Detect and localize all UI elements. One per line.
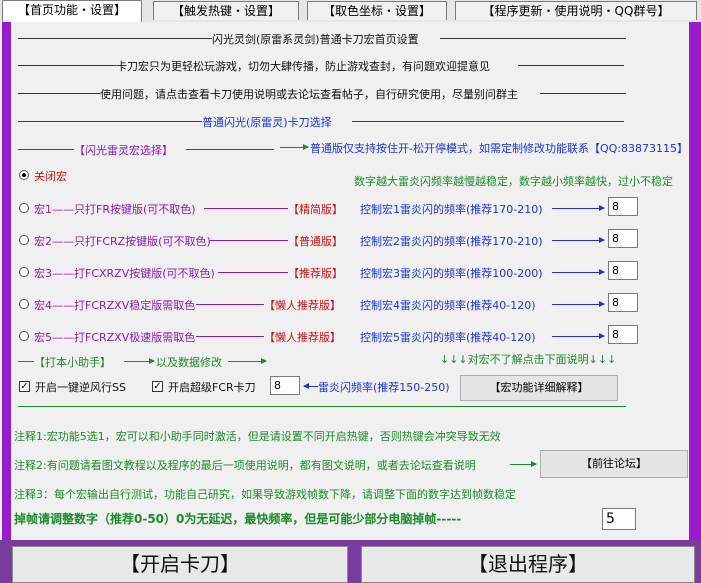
normal-version-note: 普通版仅支持按住开-松开停模式，如需定制修改功能联系【QQ:83873115】: [310, 142, 688, 155]
divider: [210, 240, 288, 241]
section-title: 普通闪光(原雷灵)卡刀选择: [202, 116, 332, 129]
macro-5-tag: 【懒人推荐版】: [264, 331, 341, 344]
macro-4-frequency-input[interactable]: 8: [608, 293, 638, 312]
divider: [18, 121, 202, 122]
note-3: 注释3：每个宏输出自行测试，功能自己研究，如果导致游戏帧数下降，请调整下面的数字…: [14, 488, 516, 501]
super-fcr-frequency-input[interactable]: 8: [270, 376, 300, 395]
divider: [186, 149, 274, 150]
window-frame-left: [2, 22, 11, 540]
divider: [196, 304, 264, 305]
frequency-hint: 数字越大雷炎闪频率越慢越稳定，数字越小频率越快，过小不稳定: [354, 175, 673, 188]
tab-hotkey-settings[interactable]: 【触发热键・设置】: [153, 1, 299, 20]
macro-1-tag: 【精简版】: [288, 203, 343, 216]
macro-2-tag: 【普通版】: [288, 235, 343, 248]
divider: [18, 406, 626, 407]
arrow-right-icon: [552, 205, 605, 211]
data-mod-label: 以及数据修改: [156, 356, 222, 369]
tab-bar: 【首页功能・设置】 【触发热键・设置】 【取色坐标・设置】 【程序更新・使用说明…: [0, 0, 701, 24]
arrow-right-icon: [228, 358, 267, 364]
macro-4-label[interactable]: 宏4——打FCRZXV稳定版需取色: [34, 299, 196, 312]
macro-4-freq-label: 控制宏4雷炎闪的频率(推荐40-120): [360, 299, 536, 312]
divider: [18, 361, 34, 362]
start-button[interactable]: 【开启卡刀】: [12, 546, 348, 583]
arrow-right-icon: [124, 358, 155, 364]
radio-macro-3[interactable]: [19, 267, 29, 277]
macro-5-frequency-input[interactable]: 8: [608, 325, 638, 344]
macro-1-freq-label: 控制宏1雷炎闪的频率(推荐170-210): [360, 203, 543, 216]
frame-drop-label: 掉帧请调整数字（推荐0-50）0为无延迟，最快频率，但是可能少部分电脑掉帧---…: [14, 512, 462, 526]
note-1: 注释1:宏功能5选1，宏可以和小助手同时激活，但是请设置不同开启热键，否则热键会…: [14, 430, 501, 443]
macro-3-freq-label: 控制宏3雷炎闪的频率(推荐100-200): [360, 267, 543, 280]
macro-off-label[interactable]: 关闭宏: [34, 170, 67, 183]
reverse-wind-checkbox[interactable]: ✓: [19, 381, 30, 392]
macro-4-tag: 【懒人推荐版】: [264, 299, 341, 312]
macro-2-frequency-input[interactable]: 8: [608, 229, 638, 248]
divider: [540, 93, 626, 94]
arrow-right-icon: [552, 237, 605, 243]
arrow-right-icon: [552, 301, 605, 307]
header-title: 闪光灵剑(原雷系灵剑)普通卡刀宏首页设置: [212, 33, 419, 46]
macro-1-label[interactable]: 宏1——只打FR按键版(可不取色): [34, 203, 196, 216]
header-warning: 卡刀宏只为更轻松玩游戏，切勿大肆传播，防止游戏查封，有问题欢迎提意见: [116, 60, 490, 73]
helper-label: 【打本小助手】: [34, 356, 111, 369]
macro-section-label: 【闪光雷灵宏选择】: [74, 144, 173, 157]
divider: [18, 65, 116, 66]
radio-macro-4[interactable]: [19, 299, 29, 309]
divider: [440, 38, 626, 39]
super-fcr-label[interactable]: 开启超级FCR卡刀: [168, 381, 256, 394]
divider: [352, 121, 624, 122]
forum-button[interactable]: 【前往论坛】: [540, 450, 688, 478]
macro-5-label[interactable]: 宏5——打FCRZXV极速版需取色: [34, 331, 196, 344]
radio-macro-5[interactable]: [19, 331, 29, 341]
tab-home-settings[interactable]: 【首页功能・设置】: [2, 0, 142, 22]
problem-hint: ↓↓↓对宏不了解点击下面说明↓↓↓: [440, 353, 617, 366]
arrow-right-icon: [552, 333, 605, 339]
reverse-wind-label[interactable]: 开启一键逆风行SS: [35, 381, 126, 394]
divider: [18, 38, 212, 39]
super-fcr-checkbox[interactable]: ✓: [152, 381, 163, 392]
divider: [196, 336, 264, 337]
macro-3-frequency-input[interactable]: 8: [608, 261, 638, 280]
radio-macro-off[interactable]: [19, 170, 29, 180]
divider: [218, 272, 288, 273]
window-frame-right: [689, 22, 701, 540]
arrow-right-icon: [552, 269, 605, 275]
macro-3-tag: 【推荐版】: [288, 267, 343, 280]
tab-update-help-qq[interactable]: 【程序更新・使用说明・QQ群号】: [455, 1, 697, 20]
divider: [204, 208, 288, 209]
exit-button[interactable]: 【退出程序】: [361, 546, 695, 583]
divider: [518, 65, 624, 66]
arrow-left-icon: [303, 383, 318, 389]
tab-color-coords-settings[interactable]: 【取色坐标・设置】: [307, 1, 447, 20]
header-help-note: 使用问题，请点击查看卡刀使用说明或去论坛查看帖子，自行研究使用，尽量别问群主: [100, 88, 518, 101]
frame-drop-input[interactable]: 5: [602, 508, 636, 530]
macro-explain-button[interactable]: 【宏功能详细解释】: [460, 375, 618, 401]
flash-frequency-label: 雷炎闪频率(推荐150-250): [318, 381, 450, 394]
macro-2-freq-label: 控制宏2雷炎闪的频率(推荐170-210): [360, 235, 543, 248]
radio-macro-2[interactable]: [19, 235, 29, 245]
divider: [18, 93, 100, 94]
macro-2-label[interactable]: 宏2——只打FCRZ按键版(可不取色): [34, 235, 211, 248]
macro-5-freq-label: 控制宏5雷炎闪的频率(推荐40-120): [360, 331, 536, 344]
divider: [18, 149, 74, 150]
note-2: 注释2:有问题请看图文教程以及程序的最后一项使用说明，都有图文说明，或者去论坛查…: [14, 459, 476, 472]
macro-1-frequency-input[interactable]: 8: [608, 197, 638, 216]
macro-3-label[interactable]: 宏3——打FCXRZV按键版(可不取色): [34, 267, 215, 280]
radio-macro-1[interactable]: [19, 203, 29, 213]
arrow-right-icon: [510, 461, 537, 467]
arrow-right-icon: [280, 144, 309, 150]
